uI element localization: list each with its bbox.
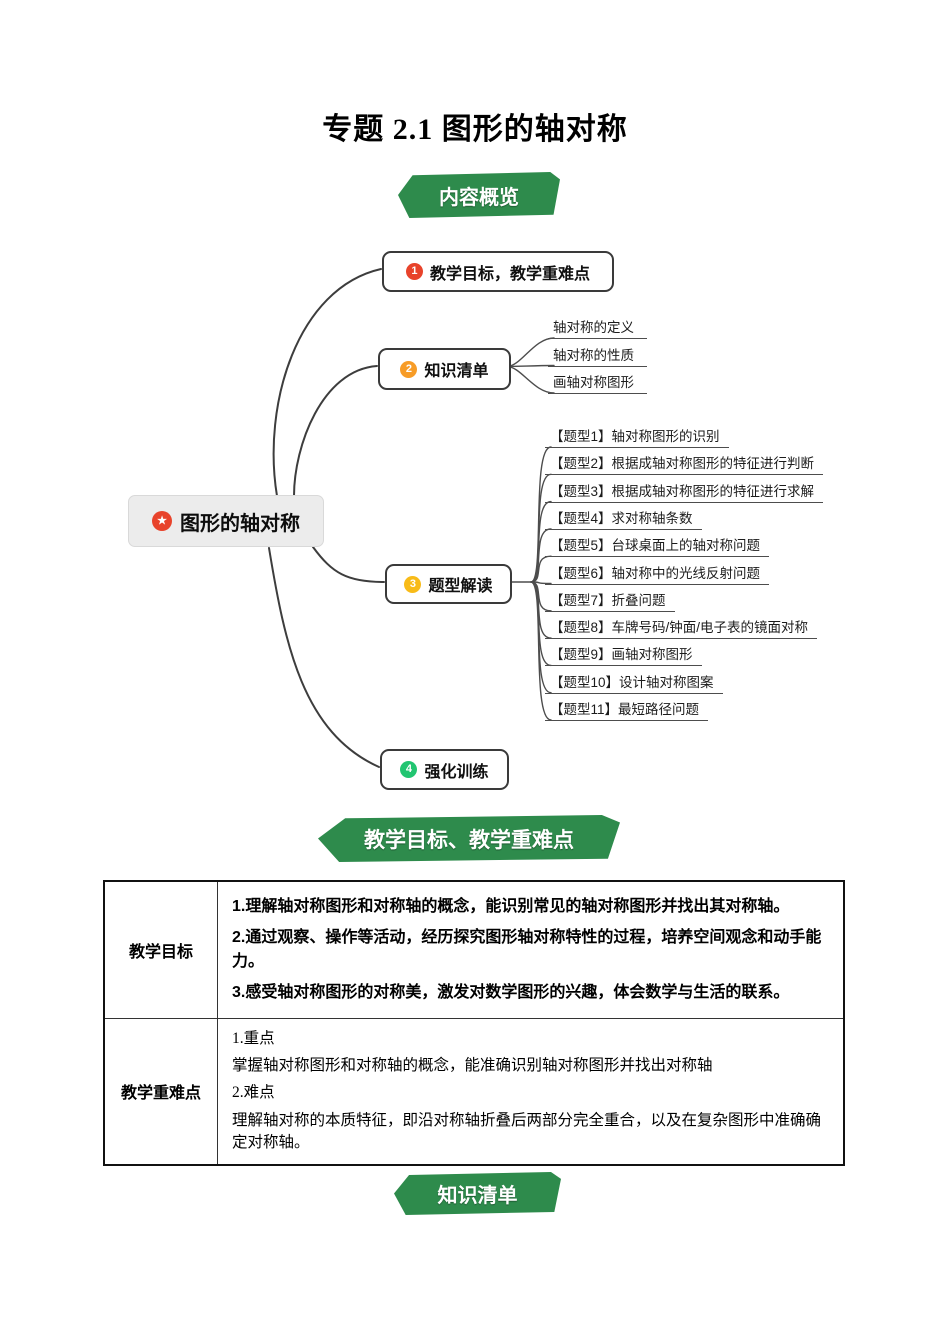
connector-root-branch2 [293,365,378,497]
keypoints-paragraphs: 1.重点掌握轴对称图形和对称轴的概念，能准确识别轴对称图形并找出对称轴 2.难点理… [232,1028,829,1155]
goal-paragraph: 3.感受轴对称图形的对称美，激发对数学图形的兴趣，体会数学与生活的联系。 [232,983,790,1001]
star-icon: ★ [152,511,172,531]
branch-label: 强化训练 [424,763,489,781]
page-title: 专题 2.1 图形的轴对称 [322,113,628,146]
keypoint-paragraph: 1.重点 [232,1029,275,1047]
connector-fan-line [506,337,555,368]
question-type-item: 【题型6】轴对称中的光线反射问题 [545,565,770,585]
question-type-item: 【题型10】设计轴对称图案 [545,674,723,694]
mindmap-branch-question-types: 3 题型解读 [385,564,512,604]
branch-number-badge: 4 [400,761,418,778]
banner-knowledge-list-label: 知识清单 [437,1185,518,1207]
row-header-goals: 教学目标 [103,880,218,1019]
keypoint-paragraph: 2.难点 [232,1084,275,1102]
teaching-info-table: 教学目标 1.理解轴对称图形和对称轴的概念，能识别常见的轴对称图形并找出其对称轴… [103,880,845,1166]
row-header-keypoints: 教学重难点 [103,1017,218,1166]
table-row-keypoints: 教学重难点 1.重点掌握轴对称图形和对称轴的概念，能准确识别轴对称图形并找出对称… [103,1017,845,1166]
question-type-item: 【题型9】画轴对称图形 [545,646,702,667]
branch-label: 知识清单 [424,363,489,380]
banner-content-overview: 内容概览 [398,172,560,218]
mindmap-branch-training: 4 强化训练 [380,749,509,790]
mindmap-branch-knowledge: 2 知识清单 [378,348,511,390]
knowledge-subtopic: 画轴对称图形 [548,374,647,394]
table-row-goals: 教学目标 1.理解轴对称图形和对称轴的概念，能识别常见的轴对称图形并找出其对称轴… [103,880,845,1019]
knowledge-subtopic: 轴对称的性质 [548,347,647,367]
goal-paragraph: 2.通过观察、操作等活动，经历探究图形轴对称特性的过程，培养空间观念和动手能力。 [232,928,822,970]
keypoint-paragraph: 掌握轴对称图形和对称轴的概念，能准确识别轴对称图形并找出对称轴 [232,1056,713,1074]
mindmap-branch-goals: 1 教学目标，教学重难点 [382,251,614,292]
branch-number-badge: 3 [404,575,422,593]
teaching-info-table-wrap: 教学目标 1.理解轴对称图形和对称轴的概念，能识别常见的轴对称图形并找出其对称轴… [103,880,845,1166]
branch-number-badge: 1 [405,263,423,280]
question-type-item: 【题型1】轴对称图形的识别 [545,428,729,448]
connector-fan-line [506,364,555,368]
knowledge-subtopic: 轴对称的定义 [548,319,647,339]
goal-paragraph: 1.理解轴对称图形和对称轴的概念，能识别常见的轴对称图形并找出其对称轴。 [232,897,790,915]
mindmap-root-node: ★ 图形的轴对称 [128,495,324,547]
question-type-item: 【题型4】求对称轴条数 [545,510,702,530]
question-type-item: 【题型7】折叠问题 [545,592,675,612]
banner-knowledge-list: 知识清单 [394,1172,561,1215]
connector-fan-line [506,365,555,394]
question-type-item: 【题型8】车牌号码/钟面/电子表的镜面对称 [545,619,818,640]
branch-label: 题型解读 [428,578,493,595]
banner-teaching-goals-label: 教学目标、教学重难点 [364,828,574,852]
question-type-item: 【题型2】根据成轴对称图形的特征进行判断 [545,455,824,476]
question-type-item: 【题型11】最短路径问题 [545,701,709,721]
banner-content-overview-label: 内容概览 [439,186,519,209]
question-type-item: 【题型5】台球桌面上的轴对称问题 [545,537,770,558]
connector-root-branch3 [312,546,385,583]
branch-number-badge: 2 [400,360,418,378]
connector-root-branch4 [268,547,380,768]
mindmap-root-label: 图形的轴对称 [180,512,300,535]
row-cell-goals: 1.理解轴对称图形和对称轴的概念，能识别常见的轴对称图形并找出其对称轴。 2.通过… [217,880,845,1019]
row-cell-keypoints: 1.重点掌握轴对称图形和对称轴的概念，能准确识别轴对称图形并找出对称轴 2.难点理… [217,1017,845,1166]
keypoint-paragraph: 理解轴对称的本质特征，即沿对称轴折叠后两部分完全重合，以及在复杂图形中准确确定对… [232,1111,822,1152]
connector-root-branch1 [272,268,382,497]
banner-teaching-goals: 教学目标、教学重难点 [318,815,620,862]
question-type-item: 【题型3】根据成轴对称图形的特征进行求解 [545,483,824,503]
goals-paragraphs: 1.理解轴对称图形和对称轴的概念，能识别常见的轴对称图形并找出其对称轴。 2.通过… [232,895,829,1005]
branch-label: 教学目标，教学重难点 [429,265,590,283]
